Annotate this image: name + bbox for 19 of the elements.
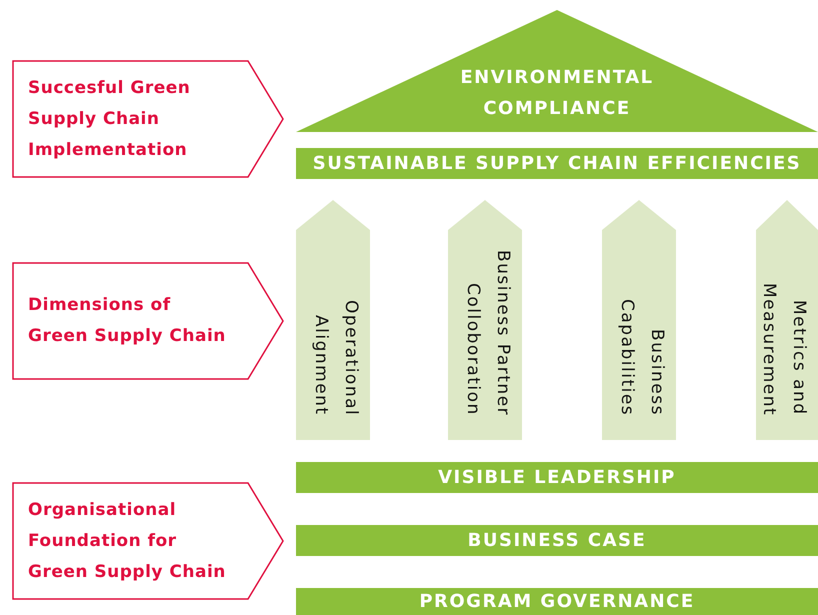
pillar-label: Business Partner Colloboration — [462, 248, 514, 416]
pillar-label: Metrics and Measurement — [760, 282, 810, 416]
pillar-column — [296, 200, 370, 440]
callout-tag — [12, 262, 284, 380]
pillar-column — [602, 200, 676, 440]
foundation-bar: VISIBLE LEADERSHIP — [296, 462, 818, 493]
pillar-label: Operational Alignment — [310, 298, 362, 416]
pillar-label: Business Capabilities — [616, 298, 668, 416]
callout-tag — [12, 60, 284, 178]
pillar-column — [756, 200, 818, 440]
foundation-bar: BUSINESS CASE — [296, 525, 818, 556]
callout-label: Succesful Green Supply Chain Implementation — [28, 76, 192, 162]
callout-label: Organisational Foundation for Green Supply Chain — [28, 498, 227, 584]
callout-label: Dimensions of Green Supply Chain — [28, 294, 227, 348]
foundation-bar: SUSTAINABLE SUPPLY CHAIN EFFICIENCIES — [296, 148, 818, 179]
roof-label: ENVIRONMENTAL COMPLIANCE — [459, 66, 655, 121]
foundation-bar: PROGRAM GOVERNANCE — [296, 588, 818, 615]
callout-tag — [12, 482, 284, 600]
pillar-column — [448, 200, 522, 440]
